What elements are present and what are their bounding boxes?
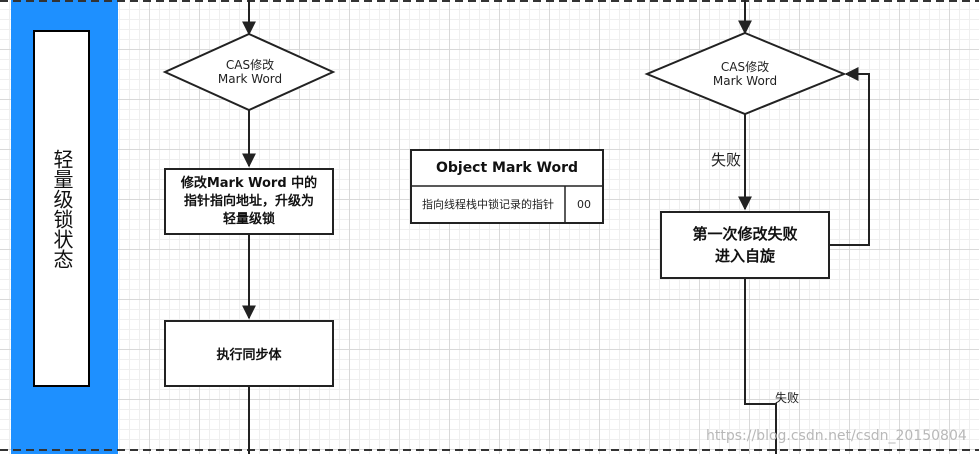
upgrade-lock-box (164, 168, 334, 235)
watermark: https://blog.csdn.net/csdn_20150804 (706, 428, 967, 444)
upgrade-lock-line1: 修改Mark Word 中的 (180, 175, 318, 191)
swimlane-title: 轻量级锁状态 (50, 148, 74, 269)
fail-label-2: 失败 (774, 390, 799, 405)
right-decision-line1: CAS修改 (720, 60, 770, 74)
execute-sync-box (164, 320, 334, 387)
spin-line1: 第一次修改失败 (692, 225, 798, 243)
spin-label: 第一次修改失败 进入自旋 (660, 211, 830, 279)
mark-word-pointer-text: 指向线程栈中锁记录的指针 (422, 198, 554, 211)
line-spin-fail (744, 279, 777, 454)
spin-line2: 进入自旋 (714, 247, 775, 265)
mark-word-bits: 00 (577, 198, 591, 211)
upgrade-lock-line2: 指针指向地址，升级为 (183, 193, 314, 209)
fail-label-1: 失败 (710, 150, 741, 169)
right-decision-diamond (644, 31, 847, 116)
left-decision-diamond (162, 32, 336, 112)
left-decision-label: CAS修改 Mark Word (195, 52, 305, 92)
execute-sync-label: 执行同步体 (216, 348, 282, 363)
swimlane-title-box (33, 30, 90, 387)
left-decision-line1: CAS修改 (225, 58, 275, 72)
upgrade-lock-label: 修改Mark Word 中的 指针指向地址，升级为 轻量级锁 (164, 168, 334, 235)
upgrade-lock-line3: 轻量级锁 (222, 211, 275, 227)
spin-box (660, 211, 830, 279)
arrow-spin-loop (830, 67, 870, 246)
left-decision-line2: Mark Word (217, 72, 283, 86)
right-decision-label: CAS修改 Mark Word (690, 54, 800, 94)
mark-word-title: Object Mark Word (435, 160, 579, 176)
right-decision-line2: Mark Word (712, 74, 778, 88)
